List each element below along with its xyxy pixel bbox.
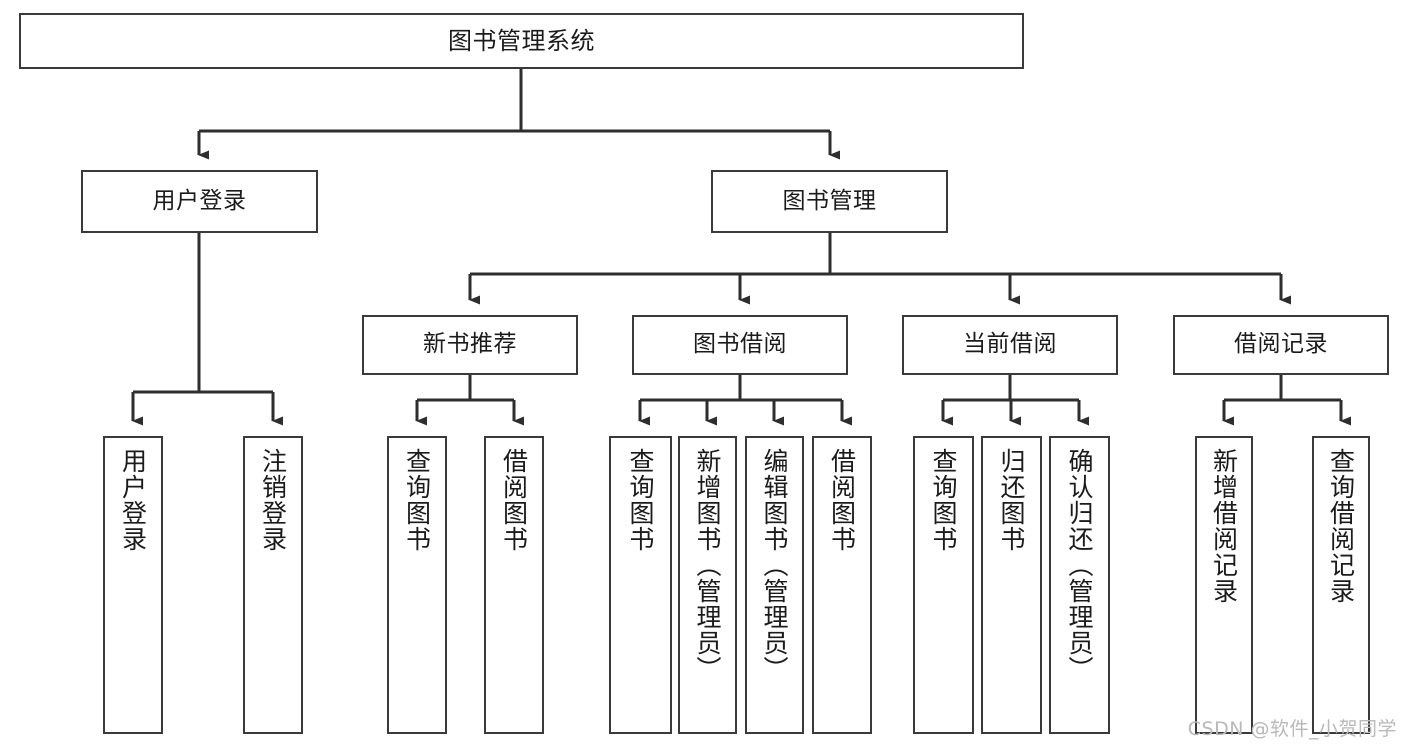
leaf-recommend-borrow-book[interactable]: 借阅图书 xyxy=(484,436,544,734)
node-new-book-recommend[interactable]: 新书推荐 xyxy=(362,315,578,375)
leaf-user-login-login[interactable]: 用户登录 xyxy=(103,436,163,734)
node-book-management[interactable]: 图书管理 xyxy=(711,170,948,233)
node-label: 查询图书 xyxy=(626,448,655,552)
leaf-borrow-query-book[interactable]: 查询图书 xyxy=(609,436,672,734)
node-label: 图书管理系统 xyxy=(448,26,595,55)
node-book-borrow[interactable]: 图书借阅 xyxy=(632,315,848,375)
leaf-record-query-record[interactable]: 查询借阅记录 xyxy=(1312,436,1370,734)
leaf-current-return-book[interactable]: 归还图书 xyxy=(981,436,1042,734)
leaf-record-add-record[interactable]: 新增借阅记录 xyxy=(1195,436,1253,734)
node-label: 用户登录 xyxy=(118,448,148,552)
node-label: 查询图书 xyxy=(402,448,432,552)
leaf-current-confirm-return-admin[interactable]: 确认归还（管理员） xyxy=(1049,436,1110,734)
node-root-system[interactable]: 图书管理系统 xyxy=(19,13,1024,69)
node-borrow-record[interactable]: 借阅记录 xyxy=(1173,315,1389,375)
node-label: 图书管理 xyxy=(782,187,877,214)
node-label: 新增图书（管理员） xyxy=(693,448,722,682)
node-label: 借阅图书 xyxy=(827,448,857,552)
csdn-watermark: CSDN @软件_小贺同学 xyxy=(1187,718,1397,740)
node-label: 新增借阅记录 xyxy=(1209,448,1239,604)
leaf-current-query-book[interactable]: 查询图书 xyxy=(913,436,974,734)
leaf-borrow-add-book-admin[interactable]: 新增图书（管理员） xyxy=(678,436,737,734)
node-user-login[interactable]: 用户登录 xyxy=(81,170,318,233)
node-label: 编辑图书（管理员） xyxy=(760,448,789,682)
node-label: 借阅图书 xyxy=(499,448,529,552)
node-label: 图书借阅 xyxy=(693,331,787,358)
node-label: 查询借阅记录 xyxy=(1326,448,1356,604)
node-label: 用户登录 xyxy=(152,187,247,214)
node-label: 归还图书 xyxy=(997,448,1026,552)
leaf-user-login-logout[interactable]: 注销登录 xyxy=(243,436,303,734)
node-current-borrow[interactable]: 当前借阅 xyxy=(902,315,1118,375)
leaf-borrow-borrow-book[interactable]: 借阅图书 xyxy=(812,436,872,734)
node-label: 查询图书 xyxy=(929,448,958,552)
leaf-borrow-edit-book-admin[interactable]: 编辑图书（管理员） xyxy=(745,436,804,734)
node-label: 新书推荐 xyxy=(423,331,517,358)
node-label: 当前借阅 xyxy=(963,331,1057,358)
node-label: 注销登录 xyxy=(258,448,288,552)
leaf-recommend-query-book[interactable]: 查询图书 xyxy=(387,436,447,734)
node-label: 借阅记录 xyxy=(1234,331,1328,358)
node-label: 确认归还（管理员） xyxy=(1065,448,1094,682)
